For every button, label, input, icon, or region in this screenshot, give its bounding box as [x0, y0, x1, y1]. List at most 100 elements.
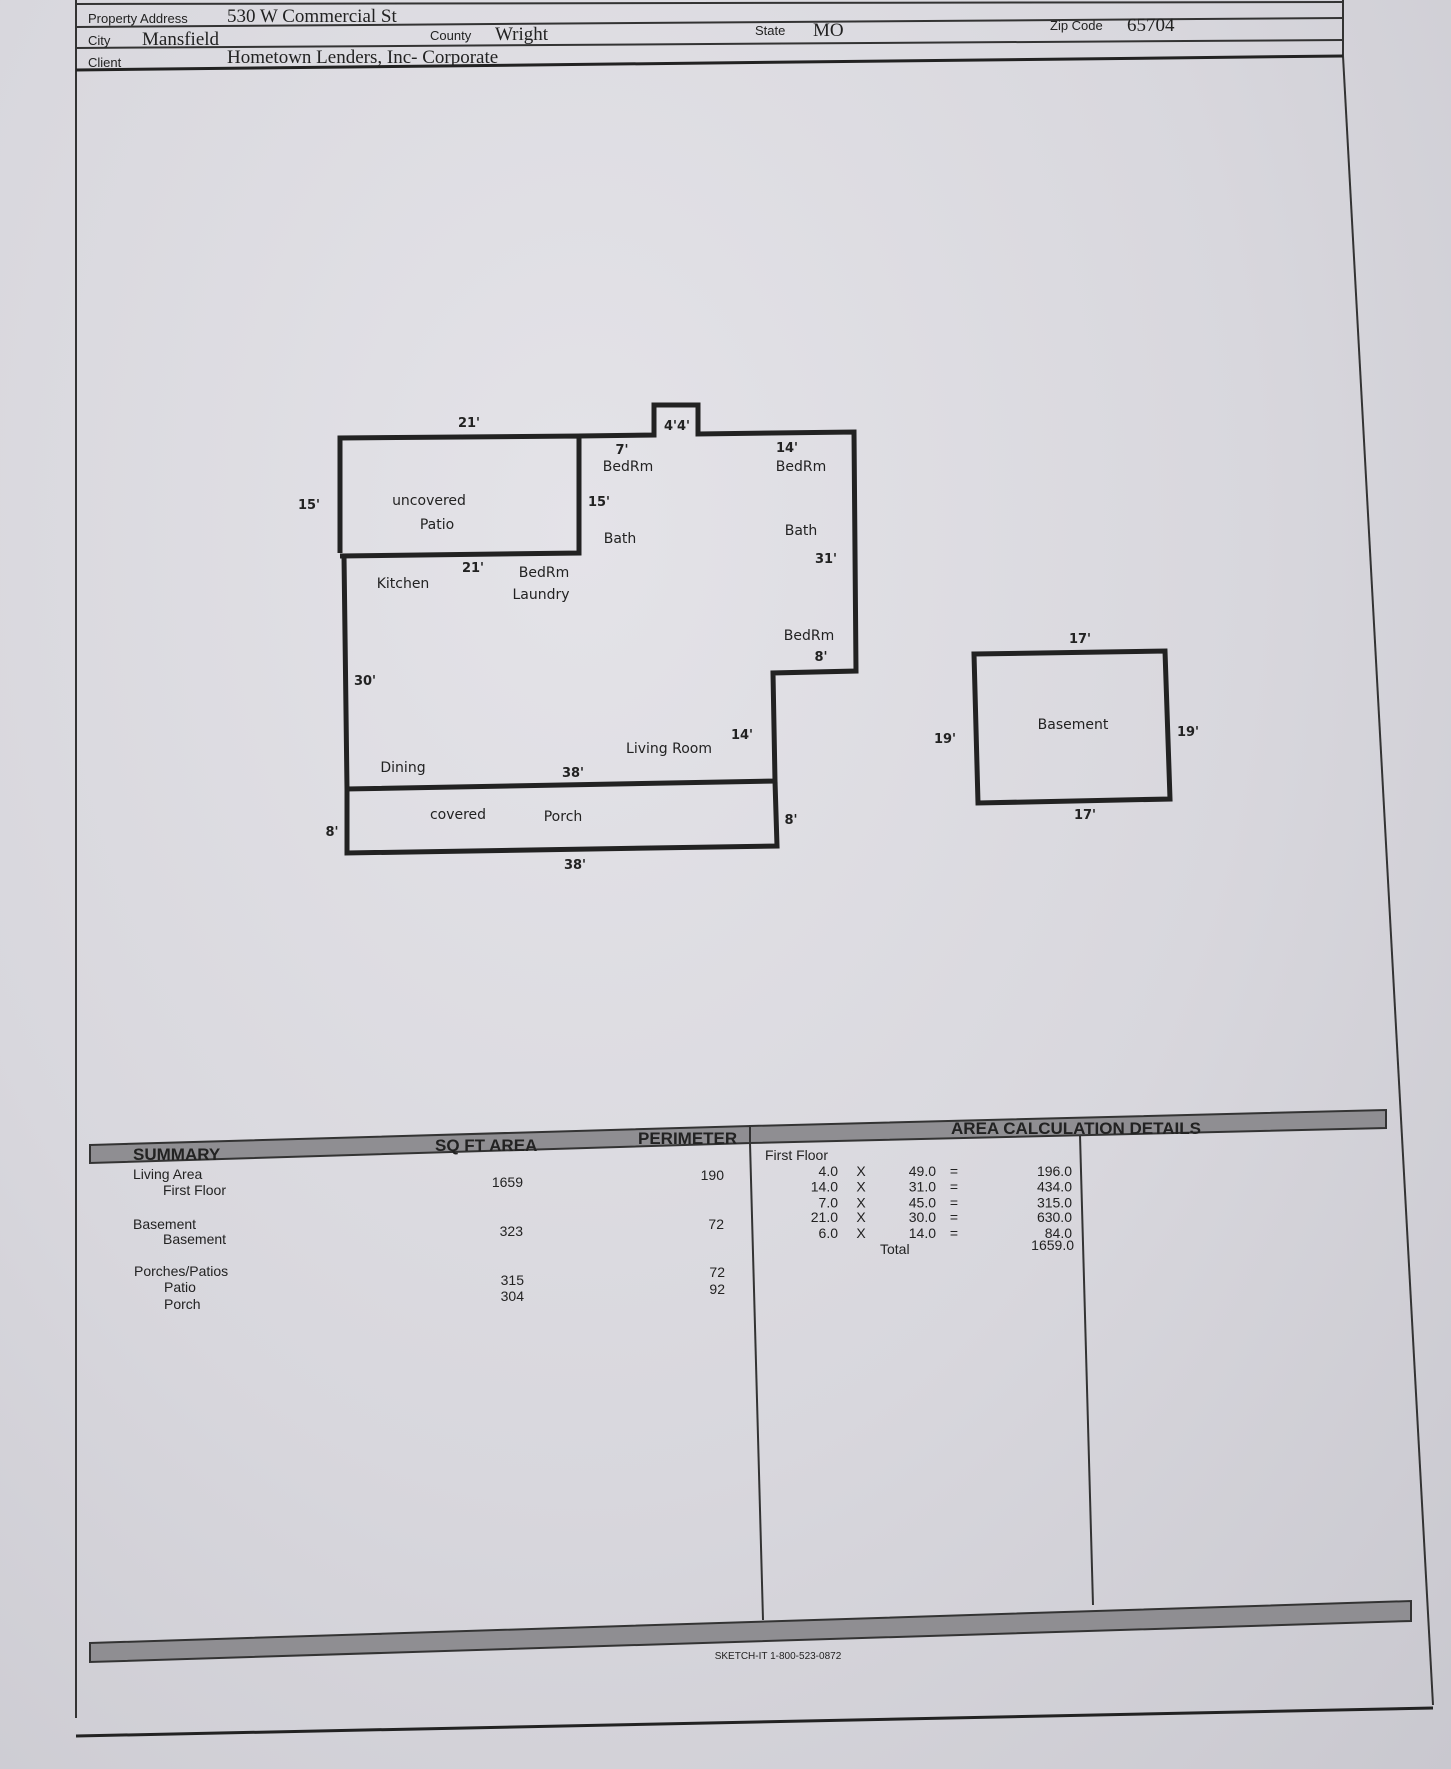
room-label-kitchen: Kitchen: [377, 576, 430, 592]
floor-plan-main: 21' 15' uncovered Patio 4'4' 7' BedRm 14…: [298, 402, 859, 873]
room-label-dining: Dining: [380, 760, 425, 776]
summary-item-area: 304: [501, 1288, 525, 1304]
dim-14-step: 14': [731, 728, 753, 743]
dim-7: 7': [615, 443, 628, 458]
dim-basement-left: 19': [934, 732, 956, 747]
room-label-bedroom-3: BedRm: [519, 565, 569, 581]
area-calc-b: 14.0: [909, 1225, 936, 1241]
area-calc-a: 7.0: [819, 1194, 839, 1210]
dim-15-inner: 15': [588, 495, 610, 510]
room-label-patio: Patio: [420, 517, 454, 533]
header-rule-0: [75, 1, 1344, 5]
room-label-living-room: Living Room: [626, 741, 712, 757]
summary-group-living-area: Living Area: [133, 1166, 202, 1182]
dim-porch-right: 8': [784, 813, 797, 828]
bottom-bar: [89, 1599, 1412, 1664]
summary-item-area: 323: [500, 1223, 524, 1239]
software-credit: SKETCH-IT 1-800-523-0872: [715, 1651, 842, 1662]
footer-rule: [75, 1706, 1434, 1738]
summary-item-name: Porch: [164, 1296, 201, 1312]
house-outline: [341, 402, 859, 792]
room-label-bedroom-1: BedRm: [603, 459, 653, 475]
summary-col-area: SQ FT AREA: [435, 1136, 537, 1155]
area-calc-total-label: Total: [880, 1241, 910, 1257]
summary-group-porches-patios: Porches/Patios: [134, 1263, 228, 1279]
frame-right: [1342, 55, 1434, 1706]
area-calc-a: 6.0: [819, 1225, 839, 1241]
dim-14-top: 14': [776, 441, 798, 456]
room-label-bedroom-4: BedRm: [784, 628, 834, 644]
dim-38-inner: 38': [562, 766, 584, 781]
state-value: MO: [813, 20, 844, 41]
area-calc-result: 434.0: [1037, 1179, 1072, 1195]
area-calc-eq: =: [950, 1225, 958, 1241]
summary-col-perimeter: PERIMETER: [638, 1129, 737, 1148]
area-calc-eq: =: [950, 1209, 958, 1225]
area-calc-op: X: [856, 1163, 866, 1179]
summary-title: SUMMARY: [133, 1145, 221, 1164]
dim-basement-bottom: 17': [1074, 808, 1096, 823]
area-calc-row: 4.0 X 49.0 = 196.0: [819, 1163, 1073, 1179]
area-calc-result: 315.0: [1037, 1194, 1072, 1210]
city-value: Mansfield: [142, 29, 220, 50]
dim-30: 30': [354, 674, 376, 689]
property-address-label: Property Address: [88, 11, 188, 26]
room-label-basement: Basement: [1038, 717, 1109, 733]
area-calc-section: First Floor: [765, 1147, 828, 1163]
area-calc-eq: =: [950, 1163, 958, 1179]
dim-21-inner: 21': [462, 561, 484, 576]
room-label-bedroom-2: BedRm: [776, 459, 826, 475]
area-calc-b: 49.0: [909, 1163, 936, 1179]
dim-patio-depth: 15': [298, 498, 320, 513]
area-calc-a: 21.0: [811, 1209, 838, 1225]
room-label-porch: Porch: [544, 809, 583, 825]
area-calc-header-bar: [749, 1108, 1387, 1145]
dim-8-step: 8': [814, 650, 827, 665]
area-calc-b: 31.0: [909, 1179, 936, 1195]
summary-item-name: First Floor: [163, 1182, 226, 1198]
room-label-covered: covered: [430, 807, 486, 823]
city-label: City: [88, 33, 111, 48]
dim-basement-top: 17': [1069, 632, 1091, 647]
area-calc-b: 30.0: [909, 1209, 936, 1225]
area-calc-eq: =: [950, 1194, 958, 1210]
summary-item-area: 315: [501, 1272, 525, 1288]
area-calc-a: 4.0: [819, 1163, 839, 1179]
dim-porch-width: 38': [564, 858, 586, 873]
county-label: County: [430, 28, 472, 43]
county-value: Wright: [495, 24, 549, 45]
summary-item-name: Patio: [164, 1279, 196, 1295]
column-divider-1: [749, 1142, 764, 1621]
dim-basement-right: 19': [1177, 725, 1199, 740]
area-calc-result: 84.0: [1045, 1225, 1072, 1241]
area-calc-op: X: [856, 1179, 866, 1195]
header-rule-2: [75, 39, 1344, 49]
floor-plan-basement: 17' 19' Basement 19' 17': [934, 632, 1199, 823]
summary-item-perimeter: 72: [708, 1216, 724, 1232]
room-label-uncovered: uncovered: [392, 493, 466, 509]
area-calc-op: X: [856, 1225, 866, 1241]
header-rule-3: [75, 54, 1344, 72]
summary-group-basement: Basement: [133, 1216, 196, 1232]
area-calc-result: 196.0: [1037, 1163, 1072, 1179]
summary-item-perimeter: 190: [701, 1167, 725, 1183]
summary-item-area: 1659: [492, 1174, 523, 1190]
basement-outline: [971, 648, 1173, 806]
room-label-bath-2: Bath: [785, 523, 818, 539]
column-divider-2: [1079, 1134, 1094, 1606]
area-calc-op: X: [856, 1194, 866, 1210]
area-calculation-details: AREA CALCULATION DETAILS First Floor 4.0…: [749, 1108, 1387, 1621]
area-calc-total: 1659.0: [1031, 1237, 1074, 1253]
header-rule-1: [75, 17, 1344, 28]
dim-patio-width: 21': [458, 416, 480, 431]
room-label-laundry: Laundry: [512, 587, 569, 603]
area-calc-row: 6.0 X 14.0 = 84.0: [819, 1225, 1073, 1241]
dim-porch-left: 8': [325, 825, 338, 840]
client-value: Hometown Lenders, Inc- Corporate: [227, 47, 498, 68]
area-calc-result: 630.0: [1037, 1209, 1072, 1225]
zip-label: Zip Code: [1050, 18, 1103, 33]
